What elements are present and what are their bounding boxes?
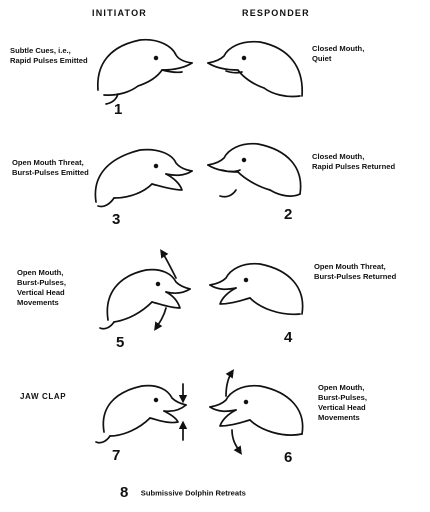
dolphin-7 bbox=[96, 386, 186, 443]
footer-caption: Submissive Dolphin Retreats bbox=[141, 488, 246, 497]
dolphin-2 bbox=[208, 144, 301, 197]
arrow-head-up-6 bbox=[226, 372, 232, 396]
footer: 8 Submissive Dolphin Retreats bbox=[120, 484, 246, 502]
dolphin-3 bbox=[95, 150, 192, 207]
dolphin-1 bbox=[98, 40, 192, 104]
dolphin-4 bbox=[210, 264, 303, 315]
arrow-head-down-5 bbox=[156, 308, 166, 328]
step-number-8: 8 bbox=[120, 484, 128, 501]
arrow-head-down-6 bbox=[232, 430, 240, 452]
dolphin-responder-1 bbox=[208, 42, 302, 97]
dolphin-6 bbox=[210, 386, 303, 435]
